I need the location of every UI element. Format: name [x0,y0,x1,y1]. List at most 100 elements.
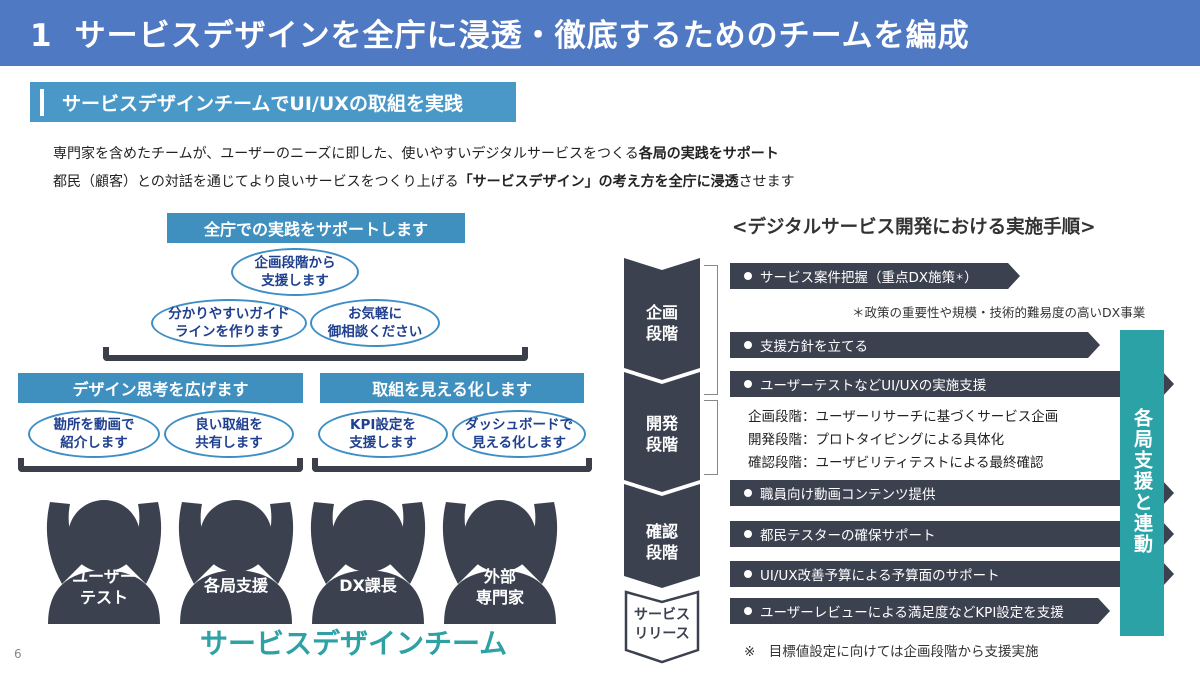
team-silhouettes [46,500,558,624]
person-icon [442,500,558,624]
person-label-text: ユーザー [72,567,136,586]
phase-label-verification: 確認段階 [624,521,700,563]
intro-line-1-bold: 各局の実践をサポート [638,146,779,162]
ellipse-text: 紹介します [60,435,128,451]
footnote: ※ 目標値設定に向けては企画段階から支援実施 [744,644,1039,660]
ellipse-consultation: お気軽に御相談ください [310,299,440,347]
step-uiux-support: ユーザーテストなどUI/UXの実施支援 [730,371,1174,397]
page-number: 6 [14,647,22,661]
step-policy: 支援方針を立てる [730,332,1100,358]
ellipse-text: ラインを作ります [175,324,283,340]
ellipse-text: 見える化します [471,435,567,451]
ellipse-text: 御相談ください [327,324,423,340]
phase-label-text: 確認 [645,522,678,541]
step-text: 職員向け動画コンテンツ提供 [760,487,936,503]
section-number: 1 [30,18,53,54]
bullet-icon [744,530,752,538]
page-title: 1 サービスデザインを全庁に浸透・徹底するためのチームを編成 [30,10,970,55]
phase-bracket-development [704,400,718,475]
intro-line-2-text: 都民（顧客）との対話を通じてより良いサービスをつくり上げる [53,174,459,190]
step-budget-support: UI/UX改善予算による予算面のサポート [730,561,1174,587]
subtitle-marker [40,89,44,116]
phase-bracket-planning [704,265,718,395]
ellipse-text: 支援します [349,435,417,451]
phase-chevron-development [624,372,700,492]
bureau-link-label: 各局支援と連動 [1131,408,1153,555]
section-title: サービスデザインを全庁に浸透・徹底するためのチームを編成 [74,18,970,54]
step-text: ） [964,270,978,286]
sub-line-verification: 確認段階：ユーザビリティテストによる最終確認 [748,455,1044,471]
phase-label-text: 開発 [645,414,678,433]
ellipse-sharing: 良い取組を共有します [164,410,294,458]
bullet-icon [744,341,752,349]
step-case-grasp: サービス案件把握（重点DX施策＊） [730,263,1020,289]
intro-line-1-text: 専門家を含めたチームが、ユーザーのニーズに即した、使いやすいデジタルサービスをつ… [53,146,639,162]
person-label-text: テスト [79,588,128,607]
step-note: ＊政策の重要性や規模・技術的難易度の高いDX事業 [852,305,1146,320]
bullet-icon [744,607,752,615]
ellipse-dashboard: ダッシュボードで見える化します [452,410,586,458]
ellipse-text: ダッシュボードで [465,417,573,433]
person-icon [178,500,294,624]
intro-line-2-bold: 「サービスデザイン」の考え方を全庁に浸透 [458,174,739,190]
sub-line-development: 開発段階：プロトタイピングによる具体化 [748,432,1005,448]
person-label-expert: 外部専門家 [460,566,540,608]
right-bracket [312,458,592,472]
visualization-label: 取組を見える化します [320,373,584,403]
phase-label-release: サービスリリース [624,606,700,644]
phase-label-planning: 企画段階 [624,302,700,344]
bullet-icon [744,570,752,578]
ellipse-text: 共有します [195,435,263,451]
phase-label-text: 段階 [645,324,678,343]
step-sup: ＊ [955,272,965,283]
intro-line-1: 専門家を含めたチームが、ユーザーのニーズに即した、使いやすいデジタルサービスをつ… [53,143,779,163]
phase-chevron-verification [624,484,700,588]
person-label-text: 各局支援 [203,576,268,595]
step-text: サービス案件把握（重点DX施策 [760,270,956,286]
bullet-icon [744,380,752,388]
ellipse-text: 企画段階から [254,255,336,271]
step-text: ユーザーテストなどUI/UXの実施支援 [760,378,987,394]
person-label-text: 外部 [483,567,516,586]
phase-chevron-release [624,590,700,664]
intro-line-2: 都民（顧客）との対話を通じてより良いサービスをつくり上げる「サービスデザイン」の… [53,171,795,191]
ellipse-text: お気軽に [348,306,402,322]
phase-label-text: 段階 [645,435,678,454]
top-bracket [103,347,528,361]
person-label-text: DX課長 [339,576,397,595]
step-video-content: 職員向け動画コンテンツ提供 [730,480,1174,506]
person-icon [310,500,426,624]
phase-label-text: 段階 [645,543,678,562]
phase-label-development: 開発段階 [624,413,700,455]
team-title: サービスデザインチーム [200,627,508,660]
ellipse-planning-support: 企画段階から支援します [231,248,359,296]
ellipse-text: 良い取組を [195,417,263,433]
header-bar [0,0,1200,66]
person-icon [46,500,162,624]
person-label-bureau-support: 各局支援 [196,575,276,596]
ellipse-guideline: 分かりやすいガイドラインを作ります [151,299,307,347]
ellipse-text: KPI設定を [350,417,416,433]
phase-label-text: リリース [634,626,690,642]
step-text: 支援方針を立てる [760,339,868,355]
ellipse-video: 勘所を動画で紹介します [28,410,160,458]
step-text: UI/UX改善予算による予算面のサポート [760,568,1000,584]
left-bracket [18,458,303,472]
phase-chevrons [624,258,700,664]
person-label-dx-manager: DX課長 [328,575,408,596]
step-text: 都民テスターの確保サポート [760,528,936,544]
procedure-title: <デジタルサービス開発における実施手順> [732,217,1096,238]
design-thinking-label: デザイン思考を広げます [18,373,303,403]
step-tester-recruit: 都民テスターの確保サポート [730,521,1174,547]
phase-chevron-planning [624,258,700,380]
sub-line-planning: 企画段階：ユーザーリサーチに基づくサービス企画 [748,409,1059,425]
intro-line-2-tail: させます [738,174,795,190]
subtitle-band [30,82,516,122]
support-label: 全庁での実践をサポートします [167,213,465,243]
subtitle: サービスデザインチームでUI/UXの取組を実践 [62,93,463,115]
step-kpi-setting: ユーザーレビューによる満足度などKPI設定を支援 [730,598,1110,624]
bullet-icon [744,489,752,497]
phase-label-text: 企画 [645,303,678,322]
ellipse-text: 分かりやすいガイド [168,306,290,322]
step-text: ユーザーレビューによる満足度などKPI設定を支援 [760,605,1064,621]
